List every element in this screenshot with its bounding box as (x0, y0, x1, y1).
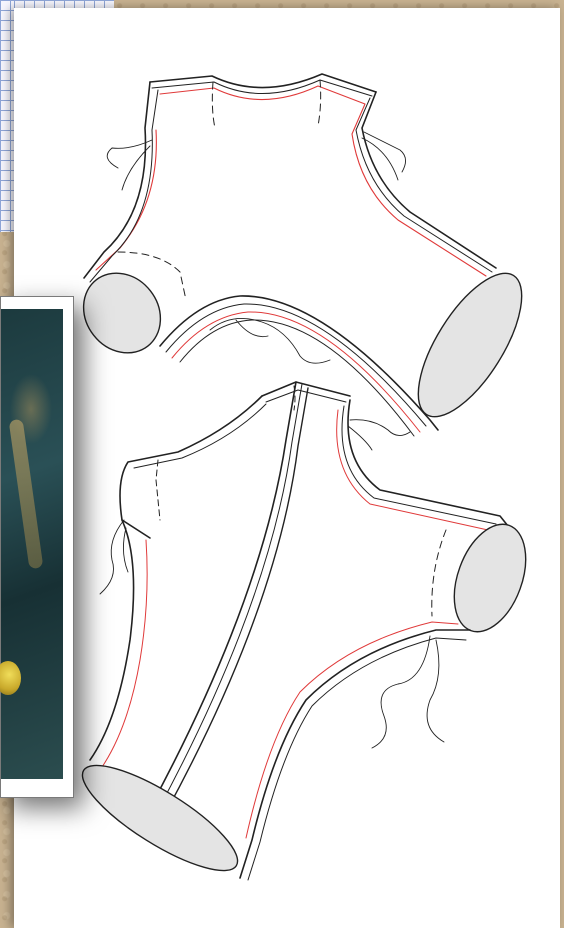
sleeve-piece (70, 382, 539, 888)
bodice-piece (68, 74, 542, 436)
painting-photo-frame (0, 296, 74, 798)
painting-photo (1, 309, 63, 779)
painting-ochre-stroke (9, 419, 44, 569)
painting-yellow-fruit (0, 661, 21, 695)
